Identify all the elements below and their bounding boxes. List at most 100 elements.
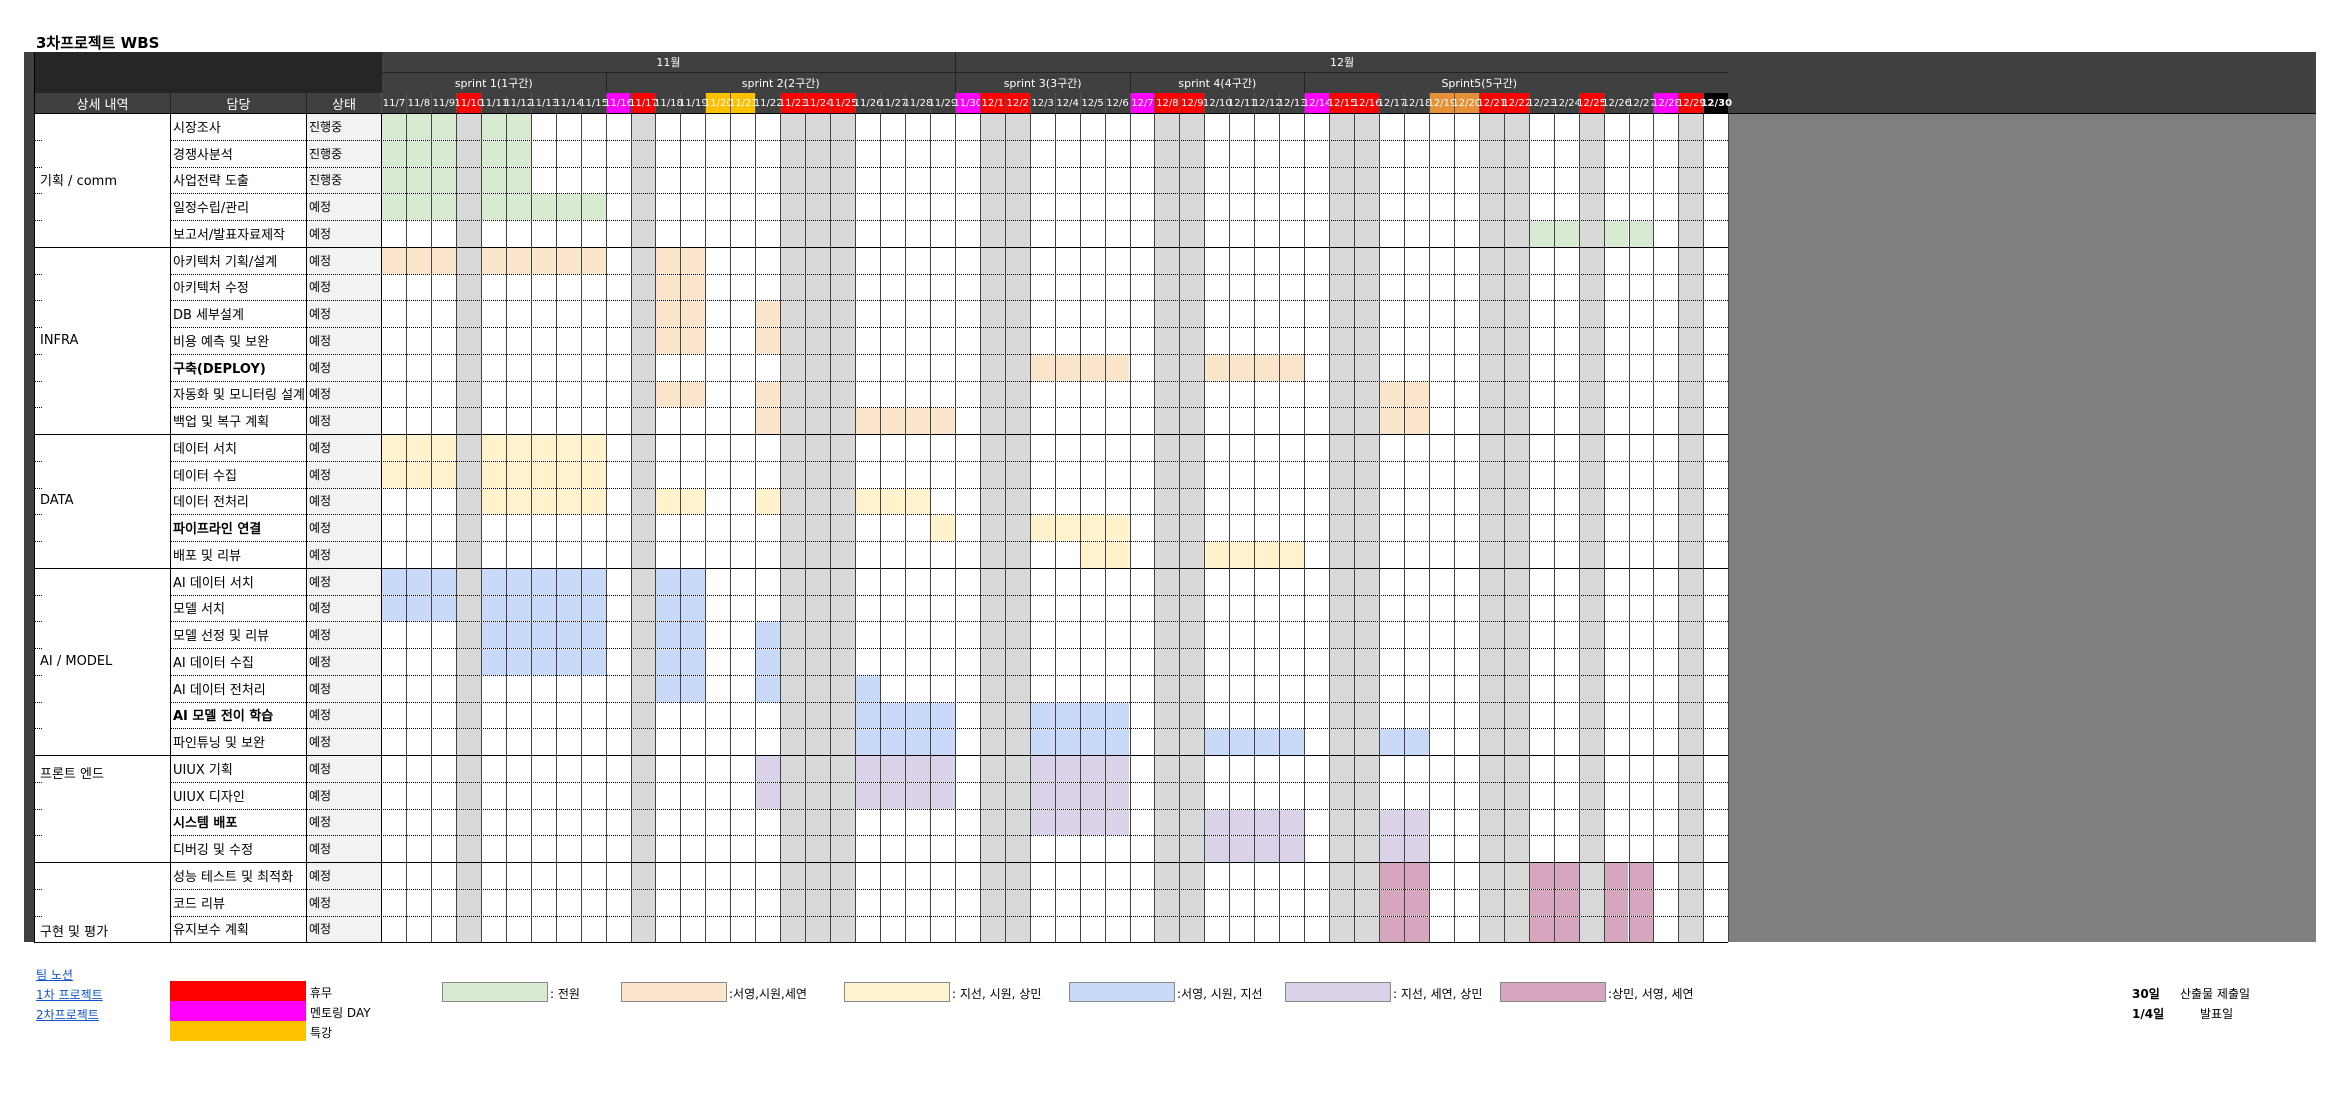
task-cell[interactable] — [681, 675, 706, 702]
task-cell[interactable] — [881, 488, 905, 515]
task-cell[interactable] — [382, 194, 406, 220]
task-cell[interactable] — [431, 435, 456, 461]
task-cell[interactable] — [1380, 916, 1404, 943]
task-cell[interactable] — [881, 756, 905, 782]
task-cell[interactable] — [481, 167, 506, 194]
task-cell[interactable] — [1404, 889, 1429, 916]
task-cell[interactable] — [1404, 836, 1429, 862]
task-cell[interactable] — [1080, 782, 1105, 809]
task-cell[interactable] — [1529, 889, 1554, 916]
task-cell[interactable] — [1105, 809, 1130, 836]
task-cell[interactable] — [1030, 354, 1055, 381]
task-cell[interactable] — [681, 568, 706, 595]
task-cell[interactable] — [556, 435, 581, 461]
link-1[interactable]: 팀 노션 — [36, 968, 73, 982]
task-cell[interactable] — [382, 140, 406, 167]
task-cell[interactable] — [481, 194, 506, 220]
task-cell[interactable] — [756, 649, 781, 675]
task-cell[interactable] — [856, 675, 880, 702]
task-cell[interactable] — [481, 622, 506, 648]
task-cell[interactable] — [856, 488, 880, 515]
task-cell[interactable] — [1080, 809, 1105, 836]
task-cell[interactable] — [856, 408, 880, 434]
task-cell[interactable] — [506, 114, 531, 140]
task-cell[interactable] — [431, 461, 456, 488]
task-cell[interactable] — [406, 435, 431, 461]
task-cell[interactable] — [656, 274, 681, 301]
task-cell[interactable] — [531, 247, 556, 274]
task-cell[interactable] — [382, 167, 406, 194]
task-cell[interactable] — [406, 114, 431, 140]
task-cell[interactable] — [531, 488, 556, 515]
task-cell[interactable] — [506, 194, 531, 220]
task-cell[interactable] — [556, 461, 581, 488]
task-cell[interactable] — [1280, 729, 1305, 755]
task-cell[interactable] — [1030, 515, 1055, 541]
task-cell[interactable] — [506, 595, 531, 622]
task-cell[interactable] — [1105, 729, 1130, 755]
task-cell[interactable] — [1105, 542, 1130, 568]
task-cell[interactable] — [1629, 916, 1654, 943]
task-cell[interactable] — [581, 649, 606, 675]
task-cell[interactable] — [1205, 836, 1230, 862]
task-cell[interactable] — [905, 702, 930, 729]
task-cell[interactable] — [1230, 809, 1255, 836]
task-cell[interactable] — [581, 488, 606, 515]
task-cell[interactable] — [1629, 221, 1654, 247]
task-cell[interactable] — [930, 756, 955, 782]
task-cell[interactable] — [581, 435, 606, 461]
task-cell[interactable] — [1554, 916, 1579, 943]
task-cell[interactable] — [681, 247, 706, 274]
task-cell[interactable] — [581, 247, 606, 274]
task-cell[interactable] — [1604, 916, 1629, 943]
task-cell[interactable] — [905, 488, 930, 515]
task-cell[interactable] — [506, 247, 531, 274]
task-cell[interactable] — [406, 247, 431, 274]
task-cell[interactable] — [656, 622, 681, 648]
task-cell[interactable] — [1230, 836, 1255, 862]
task-cell[interactable] — [1105, 515, 1130, 541]
task-cell[interactable] — [1604, 221, 1629, 247]
task-cell[interactable] — [531, 461, 556, 488]
task-cell[interactable] — [581, 194, 606, 220]
task-cell[interactable] — [1380, 836, 1404, 862]
task-cell[interactable] — [1055, 809, 1080, 836]
task-cell[interactable] — [1554, 863, 1579, 889]
task-cell[interactable] — [481, 247, 506, 274]
task-cell[interactable] — [431, 595, 456, 622]
task-cell[interactable] — [1030, 702, 1055, 729]
task-cell[interactable] — [382, 568, 406, 595]
task-cell[interactable] — [556, 247, 581, 274]
task-cell[interactable] — [681, 488, 706, 515]
task-cell[interactable] — [1404, 408, 1429, 434]
task-cell[interactable] — [481, 488, 506, 515]
task-cell[interactable] — [756, 328, 781, 354]
task-cell[interactable] — [681, 595, 706, 622]
task-cell[interactable] — [1404, 729, 1429, 755]
task-cell[interactable] — [481, 595, 506, 622]
task-cell[interactable] — [1055, 515, 1080, 541]
task-cell[interactable] — [681, 381, 706, 408]
task-cell[interactable] — [506, 461, 531, 488]
task-cell[interactable] — [1554, 221, 1579, 247]
task-cell[interactable] — [930, 729, 955, 755]
task-cell[interactable] — [756, 301, 781, 327]
task-cell[interactable] — [1255, 354, 1280, 381]
task-cell[interactable] — [1055, 729, 1080, 755]
task-cell[interactable] — [905, 782, 930, 809]
task-cell[interactable] — [1105, 782, 1130, 809]
task-cell[interactable] — [930, 515, 955, 541]
task-cell[interactable] — [756, 782, 781, 809]
task-cell[interactable] — [881, 729, 905, 755]
task-cell[interactable] — [1030, 809, 1055, 836]
task-cell[interactable] — [656, 381, 681, 408]
task-cell[interactable] — [756, 381, 781, 408]
task-cell[interactable] — [681, 274, 706, 301]
task-cell[interactable] — [1280, 542, 1305, 568]
task-cell[interactable] — [1255, 836, 1280, 862]
task-cell[interactable] — [656, 675, 681, 702]
task-cell[interactable] — [681, 649, 706, 675]
task-cell[interactable] — [481, 140, 506, 167]
task-cell[interactable] — [1055, 354, 1080, 381]
task-cell[interactable] — [1080, 542, 1105, 568]
